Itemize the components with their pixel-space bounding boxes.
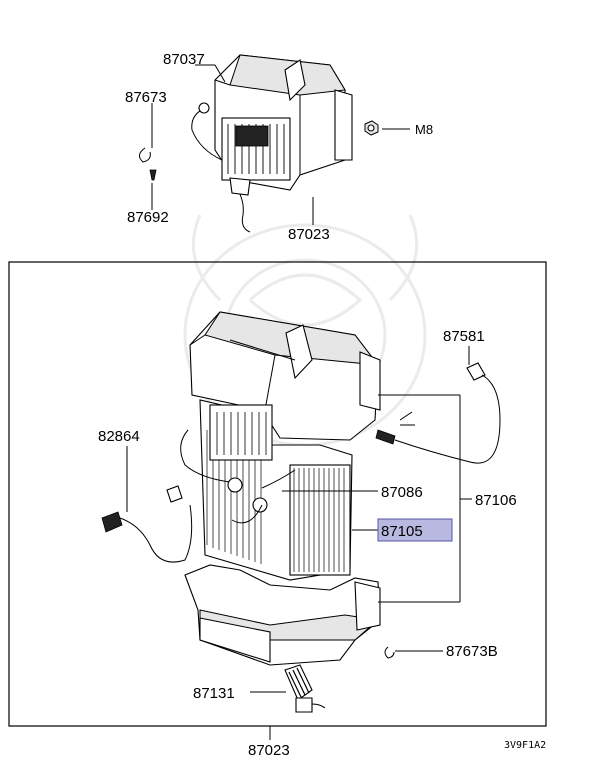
part-label-87106[interactable]: 87106 <box>475 492 517 509</box>
part-label-87023-bottom[interactable]: 87023 <box>248 742 290 759</box>
part-label-87673b[interactable]: 87673B <box>446 643 498 660</box>
part-label-87086[interactable]: 87086 <box>381 484 423 501</box>
part-label-87105[interactable]: 87105 <box>381 523 423 540</box>
part-label-87023-top[interactable]: 87023 <box>288 226 330 243</box>
exploded-unit-drawing <box>180 311 395 713</box>
part-label-82864[interactable]: 82864 <box>98 428 140 445</box>
exploded-leader-lines <box>126 346 470 740</box>
part-label-87673[interactable]: 87673 <box>125 89 167 106</box>
harness-82864-drawing <box>101 485 193 563</box>
exploded-view-frame <box>8 261 547 727</box>
top-unit-drawing <box>139 54 379 233</box>
harness-87581-drawing <box>375 362 501 464</box>
highlight-box-87105[interactable] <box>377 518 453 542</box>
part-label-87581[interactable]: 87581 <box>443 328 485 345</box>
part-label-87131[interactable]: 87131 <box>193 685 235 702</box>
part-label-87037[interactable]: 87037 <box>163 51 205 68</box>
part-label-m8[interactable]: M8 <box>415 122 433 137</box>
top-leader-lines <box>151 64 410 225</box>
diagram-code: 3V9F1A2 <box>504 740 546 751</box>
part-label-87692[interactable]: 87692 <box>127 209 169 226</box>
